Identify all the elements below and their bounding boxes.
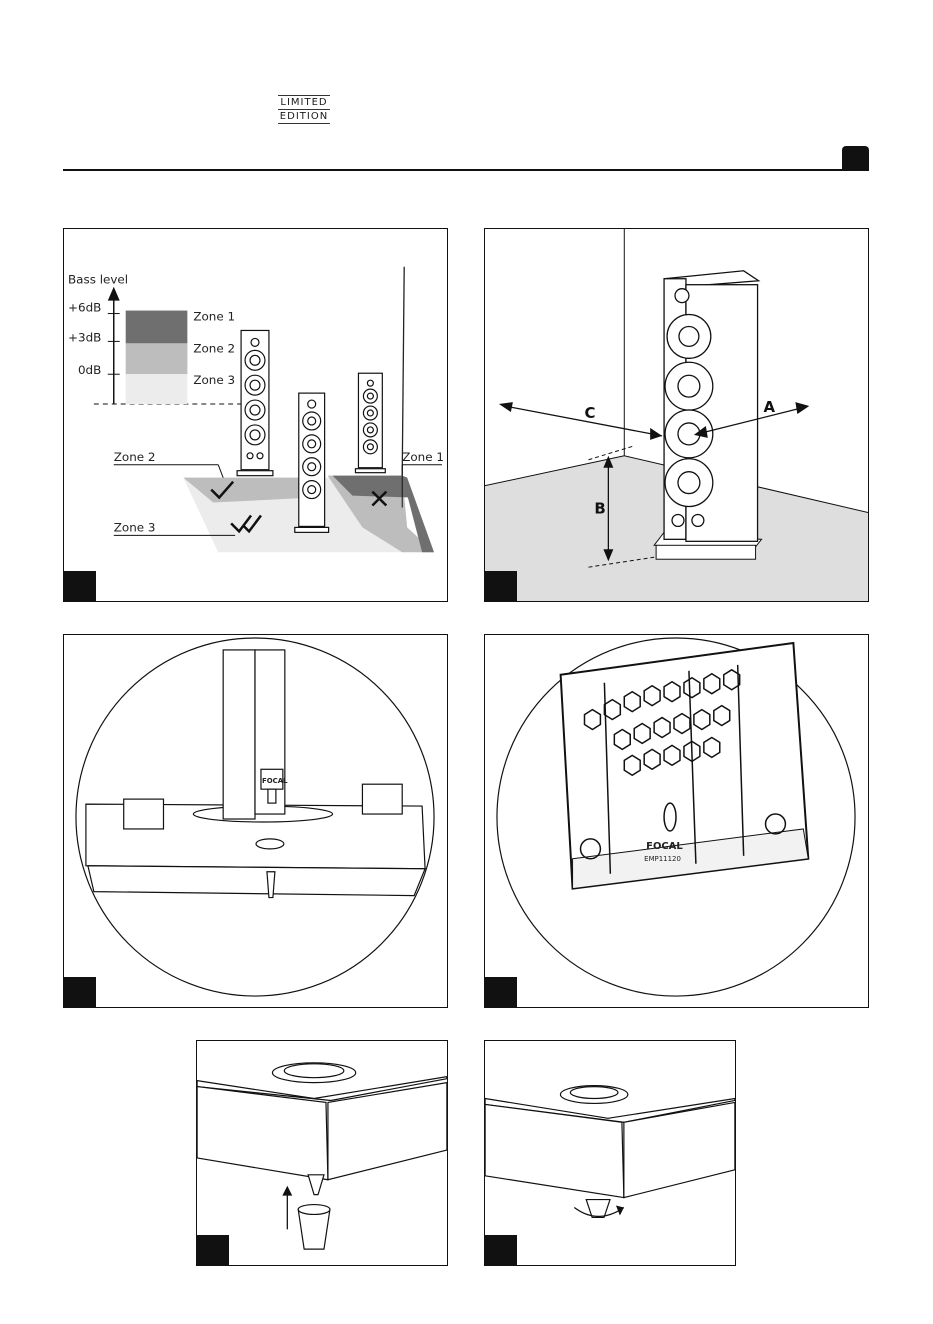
figure-spike-cap-turn — [484, 1040, 736, 1266]
bass-zones-illustration: Bass level +6dB +3dB 0dB Zone 1 Zone 2 Z… — [64, 229, 447, 601]
spike-cap-turn-illustration — [485, 1041, 735, 1265]
distance-c-label: C — [584, 404, 595, 422]
bar-zone-3: Zone 3 — [193, 373, 235, 387]
distance-b-label: B — [594, 499, 605, 517]
header-rule — [63, 169, 869, 171]
spike-brand-label: FOCAL — [262, 777, 288, 785]
level-plus3: +3dB — [68, 330, 101, 344]
placement-illustration: C A B — [485, 229, 868, 601]
spike-closeup-illustration: FOCAL — [64, 635, 447, 1007]
spike-cap-fit-illustration — [197, 1041, 447, 1265]
base-brand-label: FOCAL — [646, 841, 683, 852]
figure-spike-cap-fit — [196, 1040, 448, 1266]
base-underside-illustration: FOCAL EMP11120 — [485, 635, 868, 1007]
figure-number-box — [485, 571, 517, 601]
distance-a-label: A — [764, 398, 776, 416]
floor-zone-2-label: Zone 2 — [114, 450, 156, 464]
bar-zone-1: Zone 1 — [193, 310, 235, 324]
bar-zone-2: Zone 2 — [193, 341, 235, 355]
level-plus6: +6dB — [68, 301, 101, 315]
figure-number-box — [485, 977, 517, 1007]
figure-spike-closeup: FOCAL — [63, 634, 448, 1008]
limited-edition-logo: LIMITED EDITION — [278, 95, 330, 124]
floor-zone-3-label: Zone 3 — [114, 520, 156, 534]
figure-number-box — [64, 571, 96, 601]
logo-line-1: LIMITED — [278, 95, 330, 110]
figure-number-box — [485, 1235, 517, 1265]
section-tab — [842, 146, 869, 170]
base-part-number: EMP11120 — [644, 855, 681, 863]
figure-placement-distances: C A B — [484, 228, 869, 602]
bass-level-label: Bass level — [68, 273, 128, 287]
figure-number-box — [197, 1235, 229, 1265]
level-0: 0dB — [78, 363, 101, 377]
logo-line-2: EDITION — [278, 110, 330, 124]
figure-bass-zones: Bass level +6dB +3dB 0dB Zone 1 Zone 2 Z… — [63, 228, 448, 602]
figure-base-underside: FOCAL EMP11120 — [484, 634, 869, 1008]
floor-zone-1-label: Zone 1 — [402, 450, 444, 464]
figure-number-box — [64, 977, 96, 1007]
